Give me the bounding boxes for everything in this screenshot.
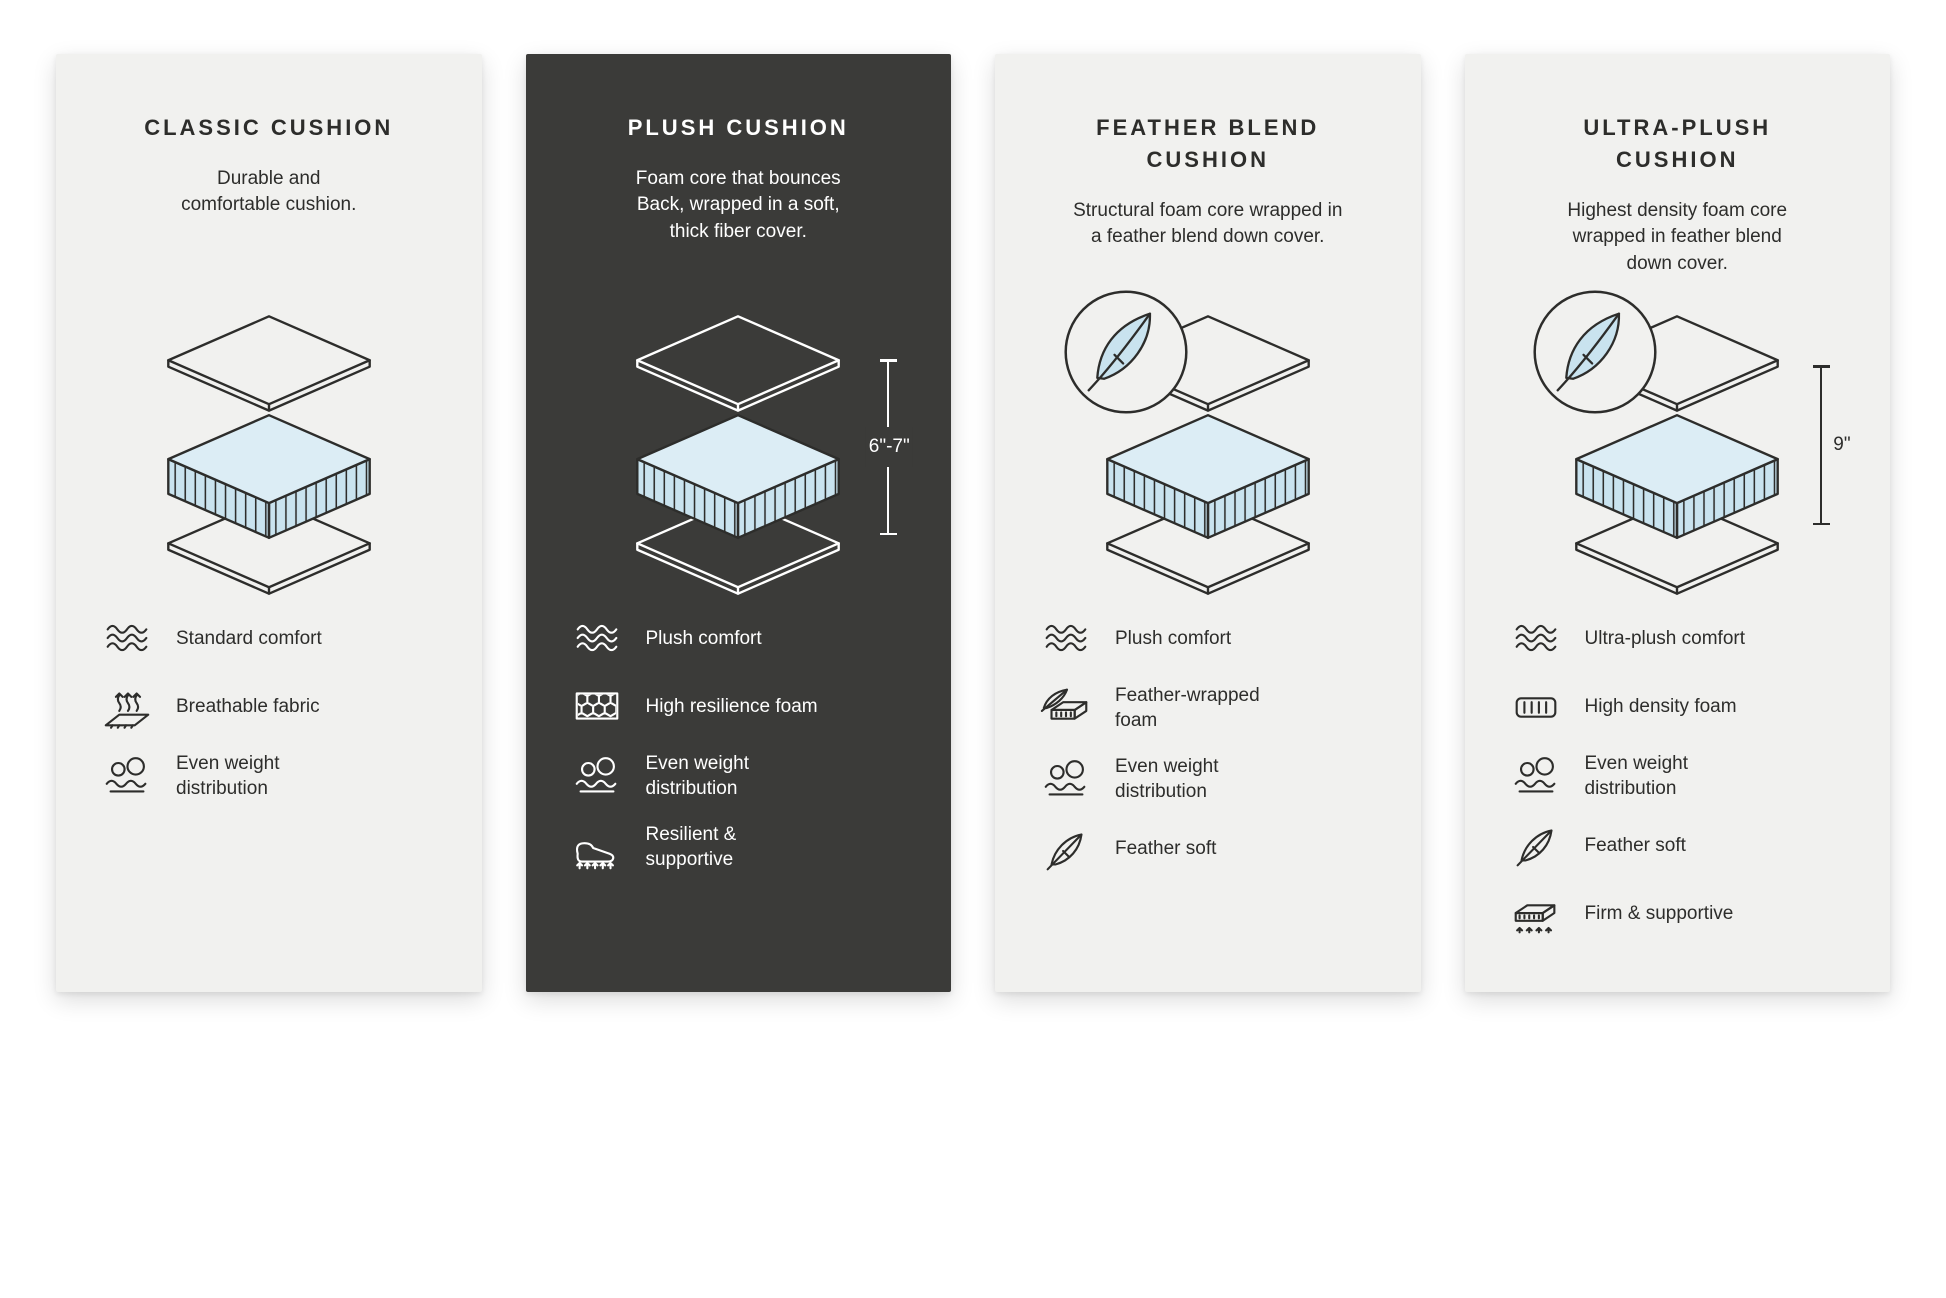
- card-header: CLASSIC CUSHION Durable and comfortable …: [96, 100, 442, 296]
- feature-item: Firm & supportive: [1505, 891, 1851, 937]
- foam-core-layer: [636, 414, 841, 540]
- feature-label: Feather soft: [1584, 835, 1686, 857]
- feature-label: Plush comfort: [1115, 627, 1232, 649]
- card-title: PLUSH CUSHION: [627, 115, 849, 140]
- cushion-comparison-board: CLASSIC CUSHION Durable and comfortable …: [56, 54, 1890, 992]
- feature-label: Even weight distribution: [176, 753, 280, 799]
- card-description: Highest density foam core wrapped in fea…: [1567, 199, 1788, 274]
- cushion-illustration: 6"-7": [619, 309, 913, 600]
- height-measurement-label: 6"-7": [865, 427, 913, 468]
- feature-item: Feather soft: [1035, 827, 1381, 873]
- card-feather-blend-cushion: FEATHER BLEND CUSHION Structural foam co…: [995, 54, 1421, 992]
- card-ultra-plush-cushion: ULTRA-PLUSH CUSHION Highest density foam…: [1464, 54, 1890, 992]
- height-measurement: 6"-7": [865, 359, 913, 536]
- feather-icon: [1035, 827, 1097, 873]
- foam-core-layer: [1575, 414, 1780, 540]
- feature-item: Resilient & supportive: [566, 823, 912, 872]
- feature-label: Standard comfort: [176, 627, 322, 649]
- feature-label: Even weight distribution: [1584, 753, 1689, 799]
- even-weight-icon: [1035, 757, 1097, 803]
- feather-badge-icon: [1064, 290, 1188, 414]
- height-measurement: 9": [1813, 365, 1851, 526]
- card-title: CLASSIC CUSHION: [144, 115, 394, 140]
- wave-icon: [1035, 616, 1097, 662]
- bottom-layer: [1575, 498, 1780, 596]
- even-weight-icon: [566, 754, 628, 800]
- card-classic-cushion: CLASSIC CUSHION Durable and comfortable …: [56, 54, 482, 992]
- feature-list: Ultra-plush comfort High density foam: [1505, 616, 1851, 937]
- firm-icon: [1505, 891, 1567, 937]
- wave-icon: [1505, 616, 1567, 662]
- card-plush-cushion: PLUSH CUSHION Foam core that bounces Bac…: [525, 54, 951, 992]
- feature-label: Firm & supportive: [1584, 903, 1734, 925]
- feature-item: Even weight distribution: [1035, 755, 1381, 804]
- cushion-illustration: [1064, 290, 1327, 600]
- feature-label: Resilient & supportive: [645, 824, 737, 871]
- feather-foam-icon: [1035, 686, 1097, 732]
- illustration-zone: [96, 296, 442, 614]
- card-title: FEATHER BLEND CUSHION: [1096, 115, 1320, 172]
- feature-label: Feather-wrapped foam: [1115, 685, 1260, 731]
- foam-core-layer: [166, 414, 371, 540]
- feature-item: High density foam: [1505, 684, 1851, 730]
- top-layer: [166, 315, 371, 413]
- feature-item: Ultra-plush comfort: [1505, 616, 1851, 662]
- feature-item: Even weight distribution: [1505, 752, 1851, 801]
- feature-item: Breathable fabric: [96, 684, 442, 730]
- feature-label: Feather soft: [1115, 838, 1217, 860]
- illustration-zone: 6"-7": [566, 296, 913, 614]
- feature-label: Even weight distribution: [645, 753, 750, 799]
- wave-icon: [96, 616, 158, 662]
- top-layer: [636, 315, 841, 413]
- feature-item: Feather soft: [1505, 823, 1851, 869]
- resilient-icon: [566, 825, 628, 871]
- feature-item: Standard comfort: [96, 616, 442, 662]
- height-measurement-label: 9": [1833, 434, 1851, 456]
- feature-item: High resilience foam: [566, 684, 912, 730]
- even-weight-icon: [96, 754, 158, 800]
- feature-label: Plush comfort: [645, 627, 762, 649]
- feature-item: Plush comfort: [1035, 616, 1381, 662]
- feature-item: Plush comfort: [566, 616, 912, 662]
- cushion-layers-icon: [636, 315, 841, 596]
- feature-label: High resilience foam: [645, 695, 818, 717]
- feature-list: Standard comfort Breathable fabric: [96, 616, 442, 801]
- card-header: ULTRA-PLUSH CUSHION Highest density foam…: [1505, 100, 1851, 296]
- cushion-illustration: [150, 309, 388, 600]
- feather-badge-icon: [1533, 290, 1657, 414]
- wave-icon: [566, 616, 628, 662]
- even-weight-icon: [1505, 754, 1567, 800]
- feature-item: Even weight distribution: [96, 752, 442, 801]
- feature-list: Plush comfort High resilience foam: [566, 616, 912, 873]
- illustration-zone: [1035, 290, 1381, 614]
- foam-core-layer: [1105, 414, 1310, 540]
- card-description: Structural foam core wrapped in a feathe…: [1073, 199, 1343, 248]
- illustration-zone: 9": [1505, 290, 1851, 614]
- cushion-illustration: 9": [1533, 290, 1851, 600]
- feature-label: Even weight distribution: [1115, 756, 1219, 803]
- cushion-layers-icon: [166, 315, 371, 596]
- feature-list: Plush comfort Feather-wrapped foam: [1035, 616, 1381, 873]
- foam-icon: [1505, 684, 1567, 730]
- feather-icon: [1505, 823, 1567, 869]
- feature-label: High density foam: [1584, 695, 1737, 717]
- breathable-icon: [96, 684, 158, 730]
- card-description: Foam core that bounces Back, wrapped in …: [635, 167, 841, 243]
- honeycomb-icon: [566, 684, 628, 730]
- feature-label: Ultra-plush comfort: [1584, 627, 1746, 649]
- feature-item: Feather-wrapped foam: [1035, 684, 1381, 733]
- feature-label: Breathable fabric: [176, 695, 320, 717]
- card-header: FEATHER BLEND CUSHION Structural foam co…: [1035, 100, 1381, 296]
- card-header: PLUSH CUSHION Foam core that bounces Bac…: [566, 100, 912, 296]
- feature-item: Even weight distribution: [566, 752, 912, 801]
- card-description: Durable and comfortable cushion.: [181, 167, 357, 216]
- card-title: ULTRA-PLUSH CUSHION: [1583, 115, 1772, 172]
- bottom-layer: [636, 498, 841, 596]
